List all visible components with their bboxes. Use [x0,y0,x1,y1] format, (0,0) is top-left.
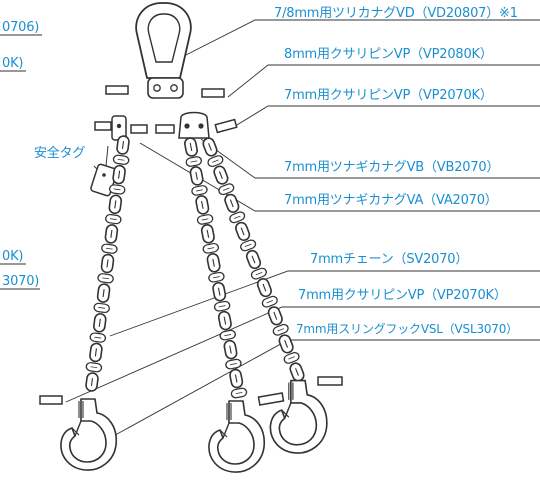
chain-middle-link [184,155,203,168]
chain-middle-link [211,281,228,303]
chain-left-link [115,134,131,156]
chain-right-link [249,266,269,281]
chain-middle-link [207,271,226,284]
chain-middle-link [194,194,211,216]
chain-right-link [276,332,296,356]
cropped-label-1: 0706) [2,20,40,35]
chain-left-link [88,341,104,363]
chain-right-link [217,181,236,197]
leader-lines [0,19,540,440]
chain-right-link [255,276,274,299]
chain-left-link [92,312,108,334]
chain-left-link [96,282,112,304]
label-clevis-pin-8: 8mm用クサリピンVP（VP2080K） [284,47,493,62]
chain-right-link [266,304,285,327]
label-clevis-pin-7-bottom: 7mm用クサリピンVP（VP2070K） [298,288,507,303]
hook-middle [208,400,266,473]
chain-left-link [96,272,115,285]
chain-left-link [100,242,119,255]
chain-left-link [112,154,130,166]
chain-left-link [85,361,103,373]
chain-middle-link [224,357,243,371]
cropped-label-3: 0K) [2,249,24,264]
cropped-label-4: 3070) [2,274,40,289]
chain-middle-link [205,252,222,274]
chain-right-link [200,135,220,159]
chain-left-link [104,213,123,225]
chain-left-link [111,164,127,186]
chain-right-link [238,238,258,253]
chain-middle-link [218,328,237,342]
chain-middle-link [230,386,248,400]
label-clevis-pin-7-top: 7mm用クサリピンVP（VP2070K） [284,88,493,103]
label-connector-va: 7mm用ツナギカナグVA（VA2070） [284,193,498,208]
bottom-pins [39,376,343,406]
chain-right-link [271,322,290,338]
chain-left-link [88,331,107,344]
chain-right-link [244,248,263,271]
cropped-label-2: 0K) [2,56,24,71]
hook-left [60,398,118,471]
chain-middle-link [228,367,245,390]
label-safety-tag: 安全タグ [34,146,86,161]
hook-right [269,379,328,454]
label-connector-vb: 7mm用ツナギカナグVB（VB2070） [284,160,500,175]
chain-middle-link [188,165,205,187]
chain-left-link [100,253,115,274]
label-master-link: 7/8mm用ツリカナグVD（VD20807）※1 [274,6,518,21]
chain-right-link [287,360,307,384]
chain-right-link [211,163,231,187]
chain-left-link [84,371,100,393]
chain-middle-link [201,242,220,255]
master-link [135,2,192,99]
chain-right-link [206,153,225,169]
chain-middle-link [196,213,215,226]
chain-right-link [282,350,301,366]
chain-middle-link [222,338,239,361]
pin-rects [94,85,238,134]
chain-right-link [260,294,280,309]
chain-middle-link [213,300,232,313]
chain-right-link [227,210,247,225]
chain-left-link [107,193,123,215]
label-sling-hook: 7mm用スリングフックVSL（VSL3070） [296,322,518,336]
chain-middle-link [183,136,199,158]
chain-left-link [103,223,119,245]
chain-left-link [92,302,111,314]
chain-middle-link [190,184,209,197]
chain-right-link [233,220,252,243]
chain-right-link [222,192,241,215]
label-chain: 7mmチェーン（SV2070） [310,252,469,267]
chain-middle-link [216,309,233,332]
connector-vb [178,111,210,139]
chains [84,134,307,400]
chain-middle-link [199,223,216,245]
chain-left-link [108,183,127,196]
